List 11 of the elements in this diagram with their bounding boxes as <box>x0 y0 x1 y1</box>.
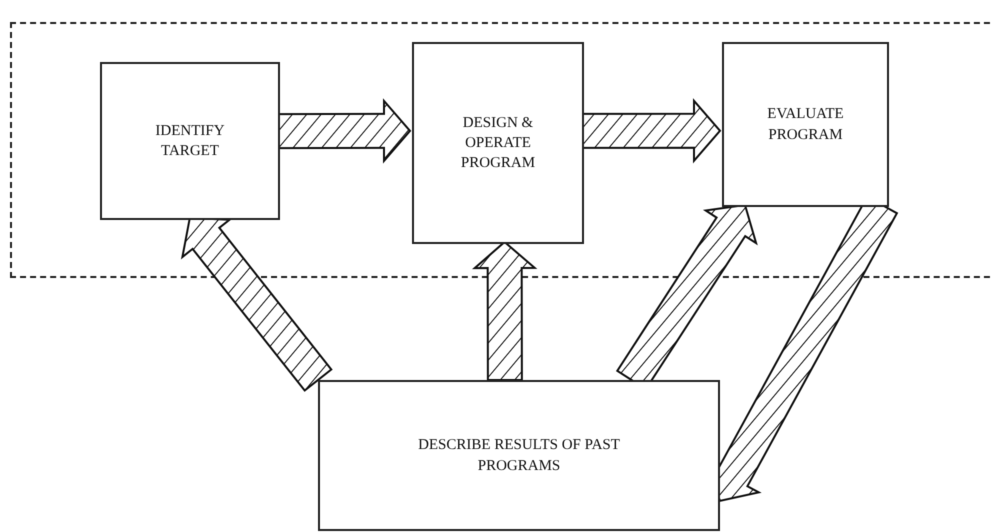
dashed-boundary <box>10 22 991 278</box>
process-box <box>722 42 889 207</box>
process-box <box>318 380 720 531</box>
node-label: IDENTIFY TARGET <box>154 122 226 161</box>
node-label: DESCRIBE RESULTS OF PAST PROGRAMS <box>417 436 621 476</box>
node-label: EVALUATE PROGRAM <box>766 105 845 144</box>
process-box <box>412 42 584 244</box>
process-box <box>100 62 280 220</box>
node-label: DESIGN & OPERATE PROGRAM <box>460 114 536 174</box>
block-arrow <box>581 98 722 164</box>
block-arrow <box>277 98 412 164</box>
